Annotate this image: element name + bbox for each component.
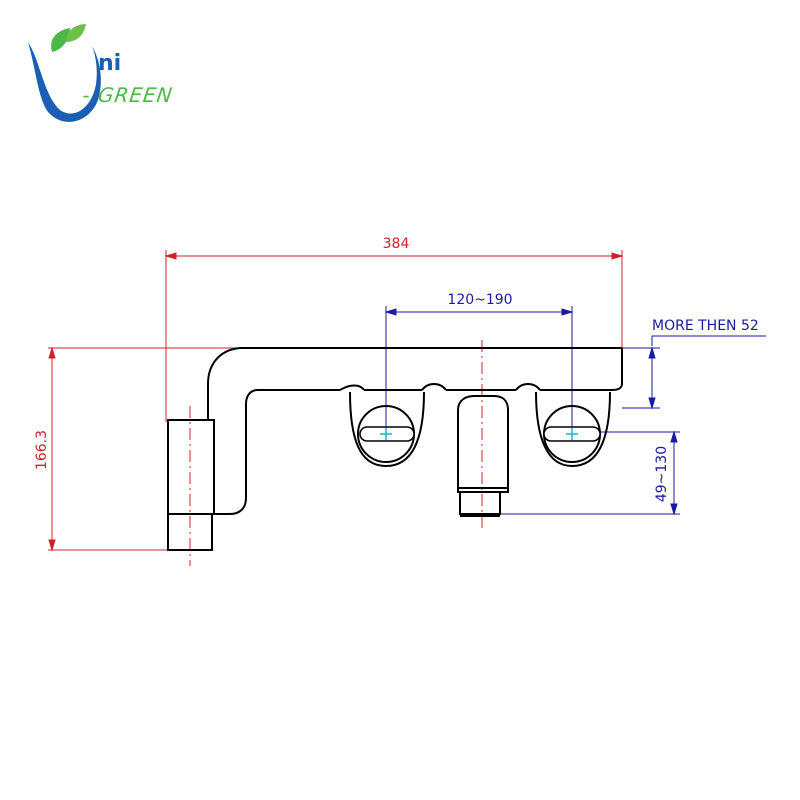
red-dimension-lines <box>48 250 624 566</box>
dimension-spout-projection: 49~130 <box>654 446 670 502</box>
logo-main-text: ni <box>98 51 121 76</box>
blue-dimension-lines <box>384 306 766 516</box>
logo-swoosh-icon <box>28 42 101 122</box>
dimension-overall-width: 384 <box>383 236 410 252</box>
logo-leaf-icon <box>51 28 70 52</box>
dimension-overall-height: 166.3 <box>34 430 50 470</box>
faucet-outline <box>167 347 623 551</box>
center-marks <box>380 428 578 440</box>
brand-logo: ni - GREEN <box>28 24 174 122</box>
handle-levers <box>359 426 601 442</box>
dimension-wall-clearance: MORE THEN 52 <box>652 318 759 334</box>
dimension-center-spacing: 120~190 <box>447 292 512 308</box>
logo-sub-text: - GREEN <box>81 83 174 107</box>
logo-leaf-icon <box>66 24 86 42</box>
